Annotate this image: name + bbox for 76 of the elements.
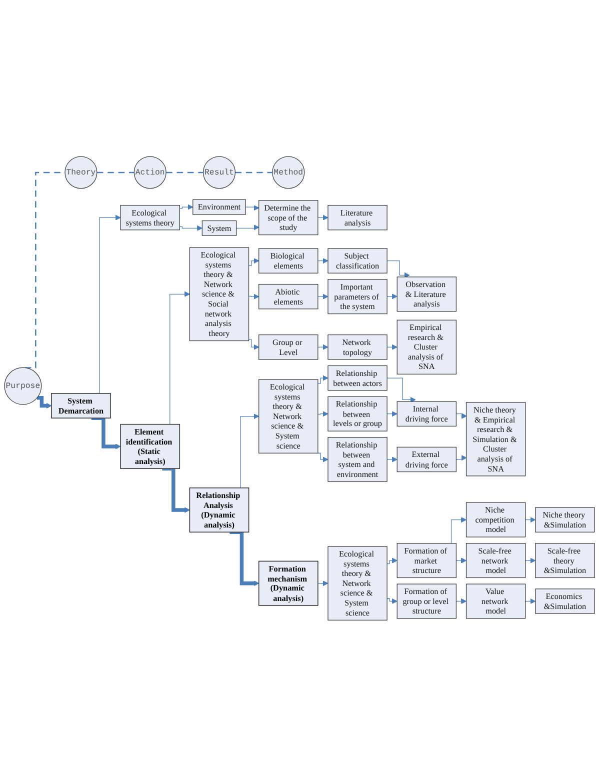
arrow (248, 294, 260, 300)
arrow (230, 530, 260, 586)
arrow (386, 344, 398, 350)
arrow (525, 516, 536, 522)
node-box: Niche theory &Simulation (535, 506, 595, 532)
arrow (386, 410, 398, 416)
arrow (386, 293, 398, 299)
arrow (318, 452, 328, 462)
node-box: Ecological systems theory & Network science & System science (258, 378, 318, 454)
node-box: Subject classification (328, 248, 388, 274)
arrow (525, 557, 536, 563)
node-circle: Result (202, 156, 236, 188)
node-box: Relationship between actors (328, 365, 388, 390)
arrow (386, 456, 398, 462)
node-box: Ecological systems theory (120, 204, 180, 230)
node-box: Internal driving force (396, 400, 457, 426)
connector (166, 172, 204, 173)
node-box: Scale-free network model (466, 542, 526, 578)
node-box: Formation mechanism (Dynamic analysis) (258, 560, 318, 606)
node-box: Environment (192, 199, 246, 214)
arrow (91, 416, 121, 449)
node-box: External driving force (396, 446, 457, 472)
node-circle: Purpose (4, 366, 42, 404)
node-box: Relationship Analysis (Dynamic analysis) (189, 487, 250, 532)
node-box: Empirical research & Cluster analysis of SNA (396, 319, 457, 374)
arrow (37, 396, 52, 408)
arrow (318, 580, 328, 586)
node-box: Abiotic elements (258, 284, 318, 309)
arrow (318, 410, 328, 416)
node-box: Observation & Literature analysis (396, 276, 457, 312)
arrow (179, 204, 194, 210)
arrow (456, 557, 466, 563)
node-circle: Theory (64, 156, 98, 188)
arrow (248, 258, 260, 266)
arrow (386, 260, 410, 278)
node-box: Important parameters of the system (328, 278, 388, 314)
node-box: System (202, 220, 237, 236)
arrow (318, 374, 328, 384)
arrow (456, 598, 466, 604)
arrow (456, 412, 467, 418)
node-box: Ecological systems theory & Network science & Social network analysis theory (189, 246, 250, 341)
arrow (318, 344, 328, 350)
node-box: Determine the scope of the study (258, 200, 318, 235)
node-box: System Demarcation (51, 392, 111, 418)
node-box: Niche competition model (466, 502, 526, 537)
node-circle: Action (134, 156, 166, 188)
arrow (318, 294, 328, 300)
node-box: Element identification (Static analysis) (120, 424, 180, 469)
arrow (245, 204, 260, 210)
connector (96, 172, 134, 173)
node-box: Biological elements (258, 248, 318, 274)
node-circle: Method (272, 156, 305, 188)
arrow (179, 225, 202, 231)
arrow (318, 214, 328, 220)
node-box: Group or Level (258, 334, 318, 360)
node-box: Formation of market structure (396, 542, 457, 578)
arrow (525, 598, 536, 604)
arrow (236, 224, 260, 230)
arrow (318, 258, 328, 264)
node-box: Value network model (466, 583, 526, 618)
arrow (386, 377, 416, 402)
arrow (386, 598, 398, 604)
connector (235, 172, 272, 173)
node-box: Niche theory & Empirical research & Simulation & Cluster analysis of SNA (466, 402, 526, 476)
arrow (456, 454, 467, 460)
node-box: Literature analysis (328, 204, 388, 230)
node-box: Ecological systems theory & Network science & System science (328, 546, 388, 620)
node-box: Network topology (328, 334, 388, 360)
node-box: Economics &Simulation (535, 588, 595, 614)
node-box: Scale-free theory &Simulation (535, 542, 595, 578)
node-box: Formation of group or level structure (396, 583, 457, 618)
node-box: Relationship between levels or group (328, 396, 388, 432)
arrow (248, 338, 260, 350)
arrow (386, 557, 398, 564)
arrow (162, 466, 190, 512)
node-box: Relationship between system and environment (328, 436, 388, 482)
